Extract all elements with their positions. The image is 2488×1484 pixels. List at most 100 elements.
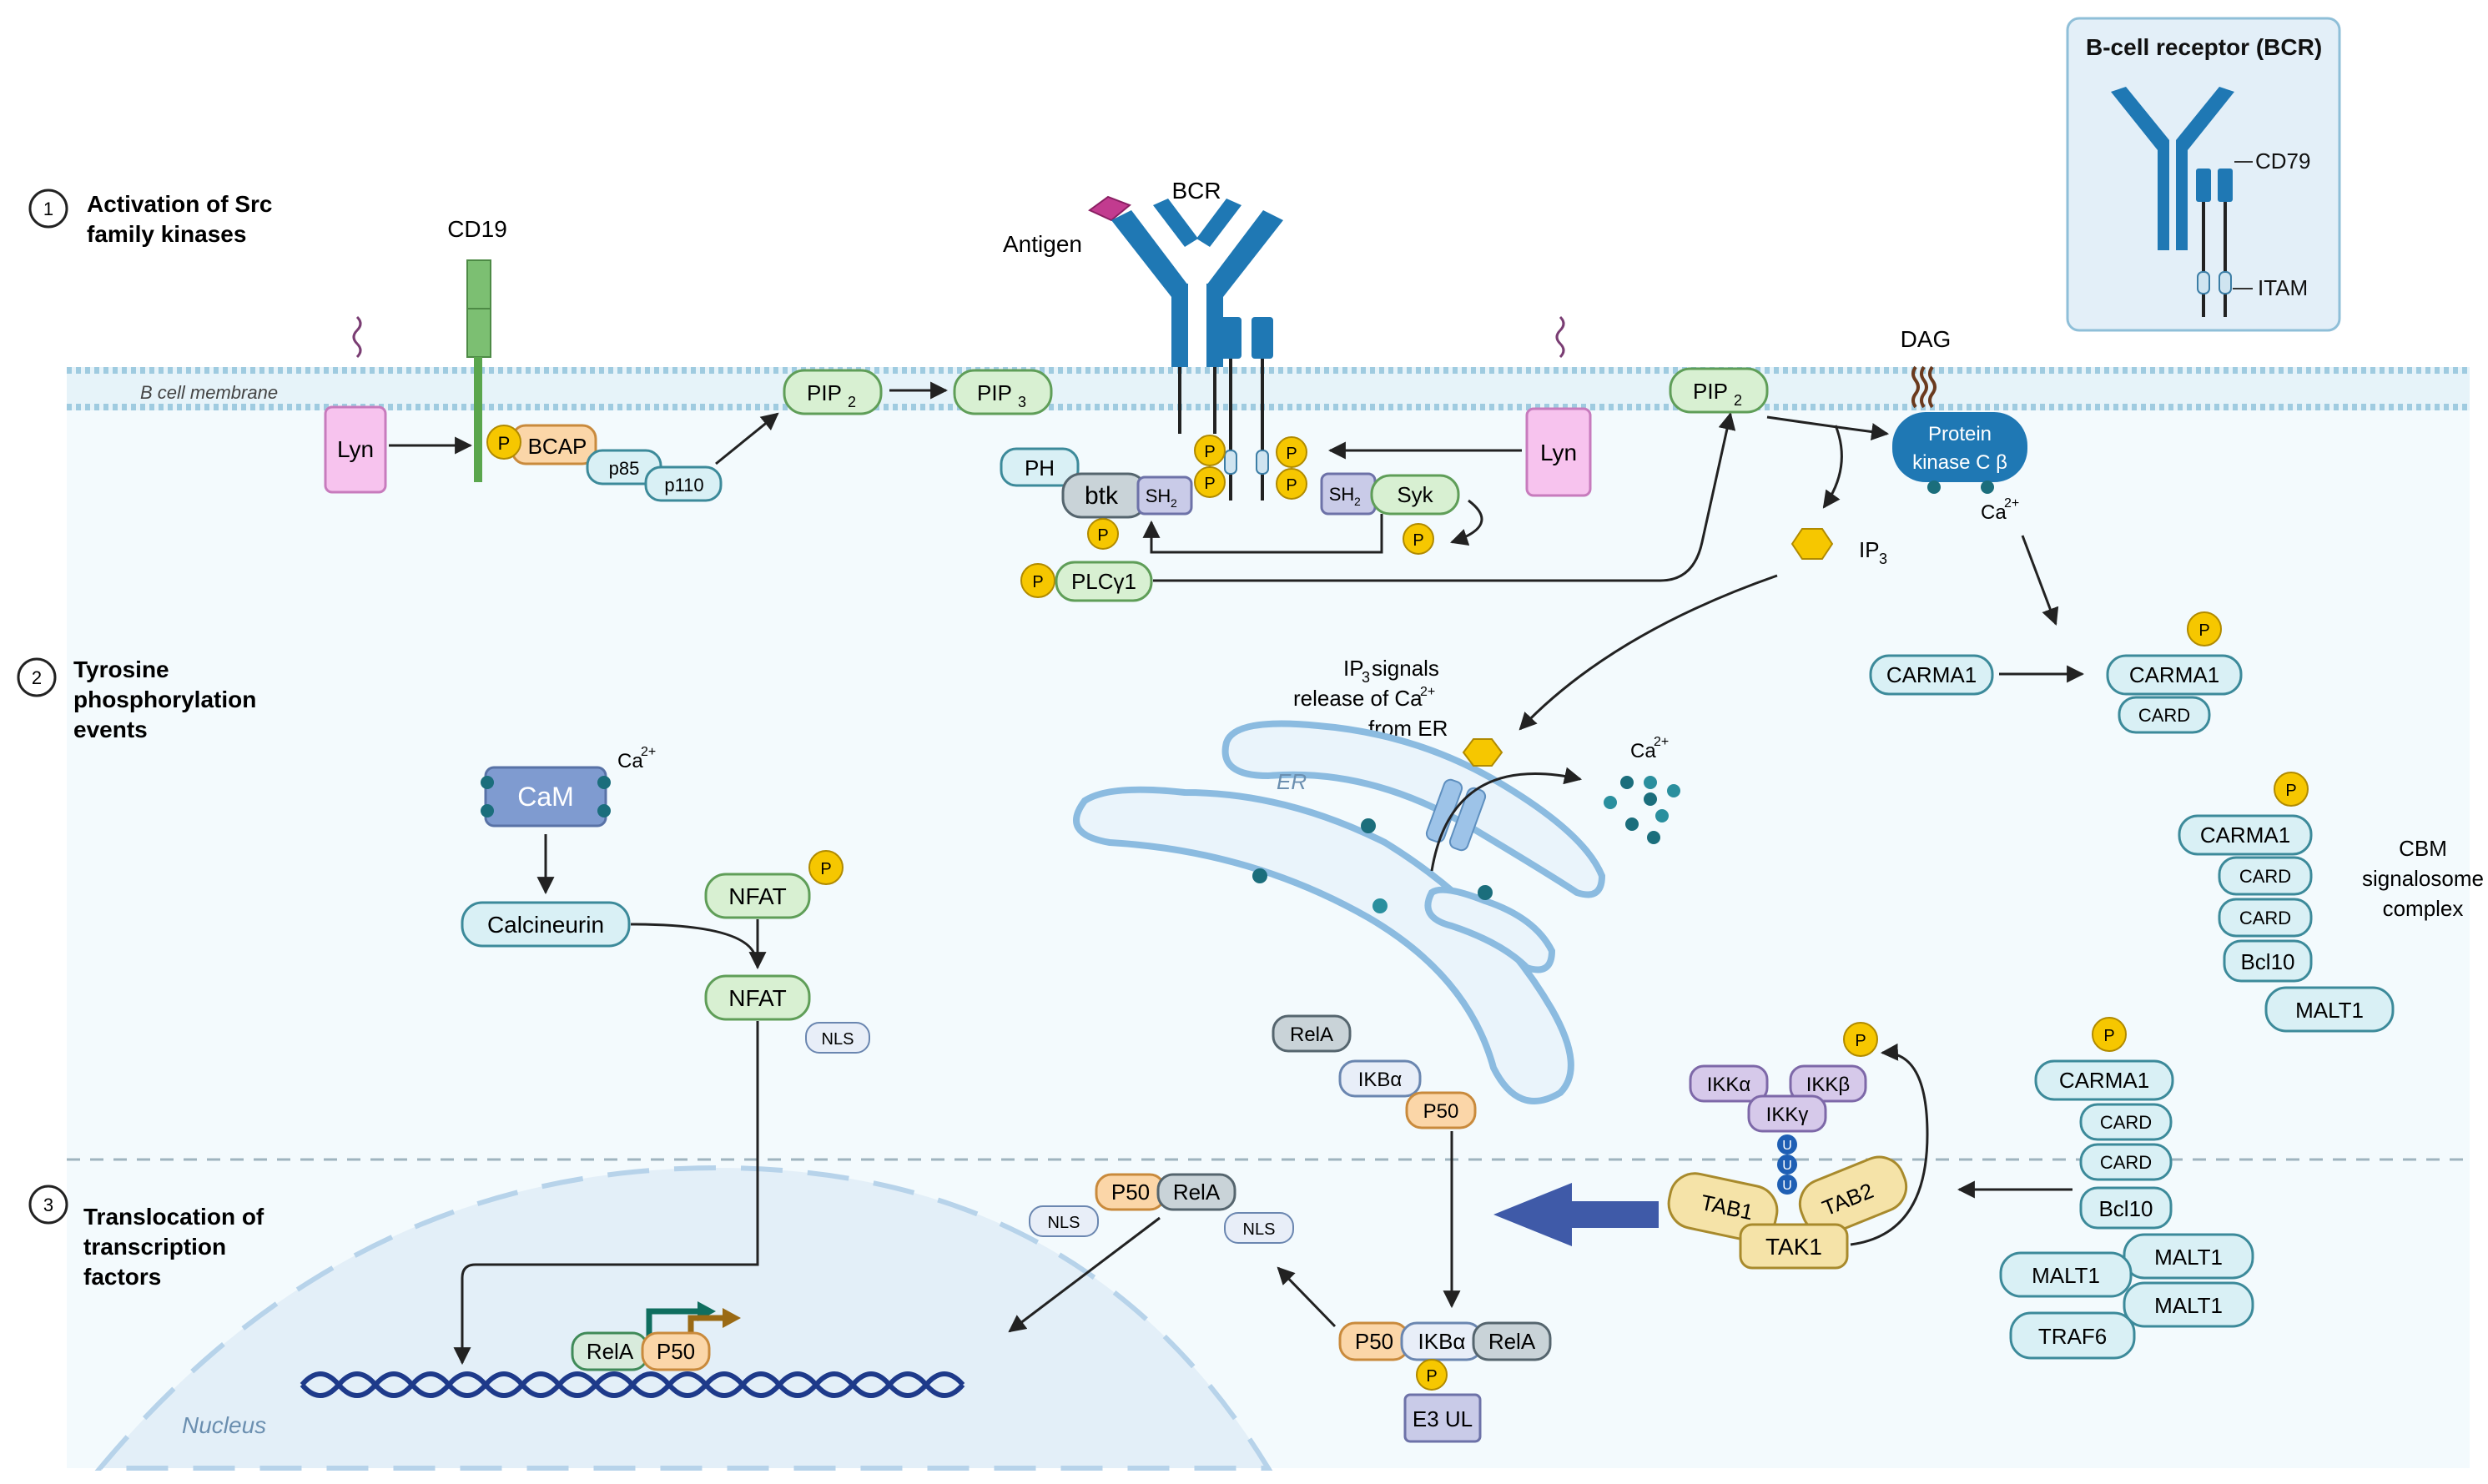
- cbm-card-2: [2218, 898, 2313, 938]
- svg-text:factors: factors: [83, 1264, 161, 1290]
- svg-text:2+: 2+: [1420, 685, 1435, 699]
- svg-text:Tyrosine: Tyrosine: [73, 656, 169, 682]
- phospho-btk: [1087, 518, 1119, 550]
- svg-text:family kinases: family kinases: [87, 221, 246, 247]
- svg-text:RelA: RelA: [1290, 1024, 1333, 1046]
- cbm-card-1: [2218, 856, 2313, 896]
- itam-1: [1224, 450, 1237, 475]
- svg-text:P: P: [1286, 476, 1297, 495]
- plcg1: [1055, 561, 1153, 602]
- svg-text:RelA: RelA: [1488, 1329, 1536, 1354]
- traf-malt1-c: [2123, 1281, 2254, 1328]
- svg-text:P: P: [2285, 782, 2296, 800]
- svg-text:events: events: [73, 717, 148, 742]
- ip3-label: IP: [1859, 537, 1880, 562]
- svg-text:Syk: Syk: [1397, 482, 1433, 507]
- svg-text:P: P: [1286, 445, 1297, 463]
- dna: [300, 1371, 965, 1398]
- tab2: [1798, 1155, 1908, 1235]
- phospho-carma1-b: [2274, 772, 2309, 807]
- p50-nls: [1029, 1205, 1099, 1237]
- arrow-pip2-ip3: [1822, 425, 1843, 509]
- arrow-pkc-carma1: [2021, 535, 2059, 626]
- svg-text:CaM: CaM: [517, 782, 574, 812]
- svg-text:MALT1: MALT1: [2154, 1293, 2223, 1318]
- svg-text:E3 UL: E3 UL: [1413, 1406, 1473, 1431]
- svg-text:P: P: [1204, 443, 1215, 461]
- svg-text:P: P: [1032, 573, 1043, 591]
- rela-nls: [1224, 1212, 1294, 1244]
- cbm-carma1: [2178, 814, 2313, 856]
- er-calcium-1: [1361, 818, 1376, 833]
- svg-text:transcription: transcription: [83, 1234, 226, 1260]
- nfat-phosphorylated: [704, 873, 811, 919]
- arrow-ca-release: [1430, 767, 1583, 872]
- ca-released-label: Ca: [1630, 740, 1656, 762]
- svg-text:IKKγ: IKKγ: [1766, 1104, 1809, 1126]
- rela-cyto: [1272, 1014, 1352, 1053]
- lyn-anchor-right: [1555, 315, 1565, 359]
- phospho-carma1-c: [2092, 1017, 2127, 1052]
- svg-text:P: P: [1204, 475, 1215, 493]
- traf-card-2: [2079, 1143, 2173, 1181]
- svg-text:1: 1: [43, 199, 53, 219]
- svg-text:Bcl10: Bcl10: [2240, 949, 2294, 974]
- svg-text:CARD: CARD: [2239, 866, 2291, 887]
- svg-text:kinase C β: kinase C β: [1912, 451, 2007, 474]
- legend-title: B-cell receptor (BCR): [2086, 34, 2322, 60]
- cam-ca-1: [481, 776, 494, 789]
- svg-text:CARD: CARD: [2239, 908, 2291, 928]
- svg-text:phosphorylation: phosphorylation: [73, 687, 256, 712]
- sh2-btk: [1136, 475, 1193, 516]
- ip3-signal-line1: IP: [1343, 656, 1364, 681]
- svg-text:3: 3: [1362, 669, 1370, 686]
- arrow-nfat-nucleus: [453, 1021, 759, 1366]
- phospho-nfat: [808, 850, 844, 885]
- svg-text:TAK1: TAK1: [1765, 1234, 1822, 1260]
- rela-free: [1156, 1173, 1236, 1211]
- calcineurin: [461, 901, 631, 948]
- svg-text:CARMA1: CARMA1: [2200, 822, 2290, 848]
- itam-2: [1256, 450, 1269, 475]
- tak1: [1739, 1223, 1849, 1270]
- svg-text:MALT1: MALT1: [2154, 1245, 2223, 1270]
- svg-text:2: 2: [848, 394, 856, 410]
- svg-text:RelA: RelA: [587, 1339, 634, 1364]
- legend-bcr-icon: [2111, 87, 2234, 250]
- endoplasmic-reticulum: [1073, 720, 1606, 1104]
- phospho-itam-4: [1276, 468, 1307, 500]
- svg-text:2: 2: [1734, 392, 1742, 409]
- cd19-label: CD19: [447, 216, 507, 242]
- svg-text:CARMA1: CARMA1: [1886, 662, 1977, 687]
- legend-cd79: CD79: [2255, 148, 2310, 174]
- carma1-active: [2106, 654, 2243, 696]
- svg-text:Lyn: Lyn: [337, 436, 374, 462]
- pip2-left: [783, 369, 883, 415]
- svg-text:P50: P50: [1111, 1180, 1150, 1205]
- svg-text:P: P: [1855, 1032, 1866, 1050]
- svg-text:NLS: NLS: [1243, 1220, 1276, 1239]
- svg-text:IKKα: IKKα: [1707, 1074, 1751, 1096]
- pkc-beta: [1892, 412, 2027, 482]
- svg-text:P: P: [2198, 621, 2209, 640]
- antigen-label: Antigen: [1003, 231, 1082, 257]
- ikk-gamma: [1747, 1094, 1827, 1133]
- ikba-cyto: [1338, 1059, 1422, 1098]
- svg-text:CARMA1: CARMA1: [2059, 1068, 2149, 1093]
- svg-text:MALT1: MALT1: [2032, 1263, 2100, 1288]
- bcr-label: BCR: [1171, 178, 1221, 204]
- arrow-ip3-er: [1518, 574, 1778, 731]
- rela-bottom: [1472, 1321, 1552, 1361]
- svg-text:IKBα: IKBα: [1418, 1329, 1466, 1354]
- ikk-alpha: [1689, 1064, 1769, 1103]
- pip3: [953, 369, 1053, 415]
- svg-text:p110: p110: [664, 475, 703, 496]
- svg-text:Activation of Src: Activation of Src: [87, 191, 272, 217]
- svg-text:2: 2: [1171, 496, 1177, 510]
- arrow-nfkb-nucleus: [1008, 1216, 1161, 1333]
- svg-text:3: 3: [1879, 551, 1887, 567]
- bcr-legend: B-cell receptor (BCR) CD79 ITAM: [2066, 17, 2341, 332]
- er-calcium-4: [1478, 885, 1493, 900]
- phospho-ikba: [1416, 1359, 1448, 1391]
- svg-text:CARD: CARD: [2138, 705, 2190, 726]
